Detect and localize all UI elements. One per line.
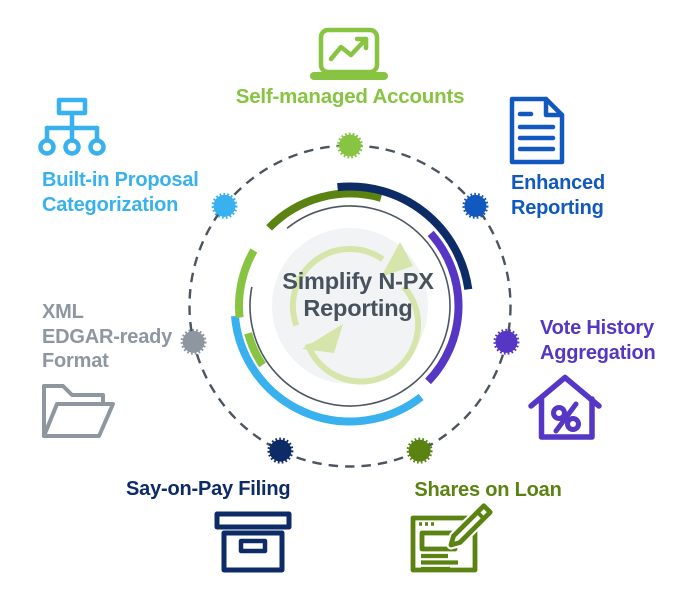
label-self-managed-accounts: Self-managed Accounts <box>235 85 465 108</box>
dashed-ring <box>188 144 512 468</box>
archive-box-icon <box>214 511 292 573</box>
label-vote-history-aggregation: Vote History Aggregation <box>540 317 656 364</box>
lightblue-arc <box>230 315 424 426</box>
hierarchy-icon <box>38 97 106 156</box>
green-arc-upper <box>235 248 258 319</box>
sync-arrows-icon <box>289 242 422 385</box>
node-dot-enhanced-reporting <box>462 192 489 219</box>
node-dot-xml-edgar-ready-format <box>180 328 207 355</box>
node-dot-shares-on-loan <box>406 437 433 464</box>
open-folder-icon <box>42 384 115 438</box>
label-say-on-pay-filing: Say-on-Pay Filing <box>126 478 291 500</box>
label-shares-on-loan: Shares on Loan <box>414 479 562 501</box>
rings-group <box>180 132 520 468</box>
node-dot-vote-history-aggregation <box>493 328 520 355</box>
browser-pencil-icon <box>410 501 495 573</box>
house-percent-icon <box>528 374 602 440</box>
document-icon <box>509 96 565 165</box>
thin-ring <box>249 205 451 407</box>
laptop-chart-icon <box>310 27 388 80</box>
label-enhanced-reporting: Enhanced Reporting <box>511 172 605 219</box>
node-dot-self-managed-accounts <box>337 132 363 159</box>
node-dot-built-in-proposal-categorization <box>211 192 238 219</box>
label-built-in-proposal-categorization: Built-in Proposal Categorization <box>42 169 199 216</box>
center-title: Simplify N-PX Reporting <box>282 268 434 321</box>
label-xml-edgar-ready-format: XML EDGAR-ready Format <box>42 301 173 372</box>
node-dot-say-on-pay-filing <box>267 437 294 464</box>
purple-arc <box>425 230 463 385</box>
green-arc-lower <box>244 332 266 368</box>
olive-arc <box>266 189 383 231</box>
navy-arc <box>337 182 473 290</box>
